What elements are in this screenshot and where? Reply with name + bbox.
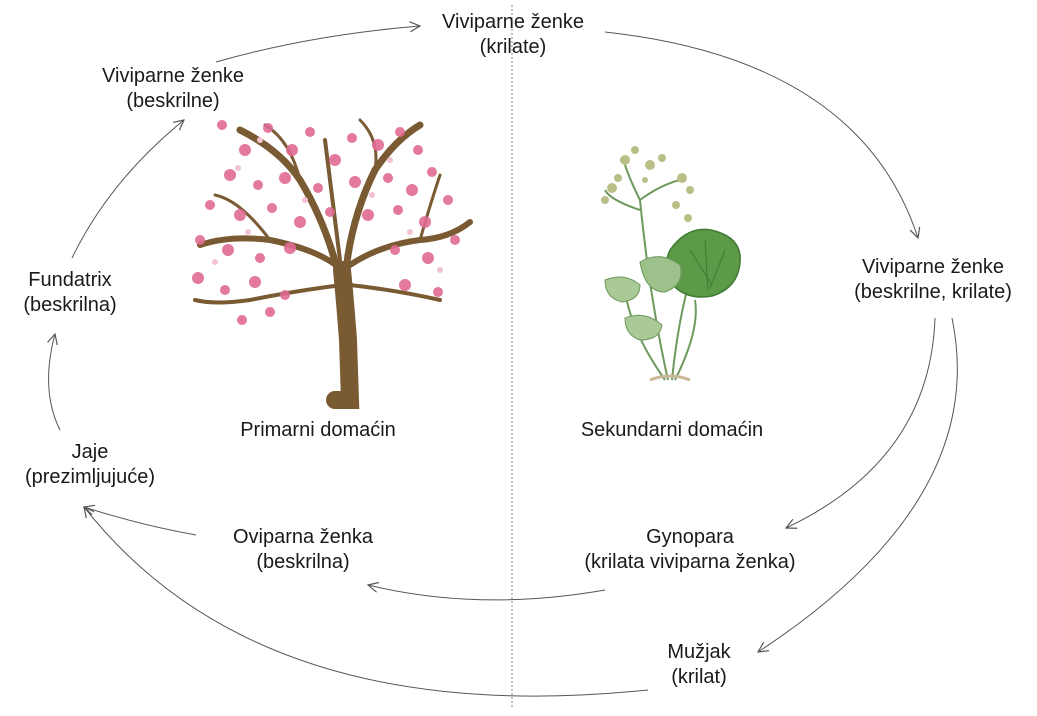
stage-male: Mužjak (krilat) [667, 640, 730, 690]
arrow-to-male [758, 317, 958, 652]
stage-mixed-viviparous-females: Viviparne ženke (beskrilne, krilate) [854, 255, 1012, 305]
stage-label-line2: (beskrilna) [256, 551, 350, 573]
arrow-to-gynopara [786, 317, 936, 528]
stage-wingless-viviparous-females: Viviparne ženke (beskrilne) [102, 64, 244, 114]
arrow-fundatrix-to-vivipara [71, 120, 184, 259]
stage-label-line2: (krilate) [479, 36, 547, 58]
primary-host-label: Primarni domaćin [240, 419, 396, 441]
arrow-to-winged-vivipara [215, 26, 420, 63]
stage-label-line1: Jaje [71, 441, 109, 463]
lady's-mantle-plant-icon [601, 146, 741, 382]
arrow-gynopara-to-oviparous [368, 585, 606, 601]
stage-overwintering-egg: Jaje (prezimljujuće) [25, 440, 155, 490]
blossoming-tree-icon [192, 118, 473, 409]
stage-label-line1: Fundatrix [28, 269, 112, 291]
arrow-to-egg [84, 507, 197, 536]
stage-label-line1: Gynopara [646, 526, 734, 548]
arrow-to-secondary-vivipara [604, 31, 918, 238]
stage-oviparous-female: Oviparna ženka (beskrilna) [233, 525, 373, 575]
stage-label-line2: (krilat) [671, 666, 727, 688]
secondary-host-label: Sekundarni domaćin [580, 419, 764, 441]
arrow-egg-to-fundatrix [49, 334, 61, 431]
stage-label-line2: (prezimljujuće) [24, 466, 156, 488]
stage-label-line2: (beskrilne) [126, 90, 220, 112]
stage-label-line2: (beskrilne, krilate) [854, 281, 1012, 303]
stage-label-line1: Viviparne ženke [442, 11, 584, 33]
stage-label-line2: (krilata viviparna ženka) [584, 551, 796, 573]
stage-fundatrix: Fundatrix (beskrilna) [23, 268, 116, 318]
stage-label-line1: Oviparna ženka [232, 526, 374, 548]
stage-winged-viviparous-females: Viviparne ženke (krilate) [442, 10, 584, 60]
arrow-male-to-egg [84, 507, 649, 697]
stage-label-line1: Viviparne ženke [102, 65, 244, 87]
stage-gynopara: Gynopara (krilata viviparna ženka) [584, 525, 795, 575]
stage-label-line2: (beskrilna) [23, 294, 117, 316]
stage-label-line1: Viviparne ženke [862, 256, 1004, 278]
stage-label-line1: Mužjak [667, 641, 731, 663]
